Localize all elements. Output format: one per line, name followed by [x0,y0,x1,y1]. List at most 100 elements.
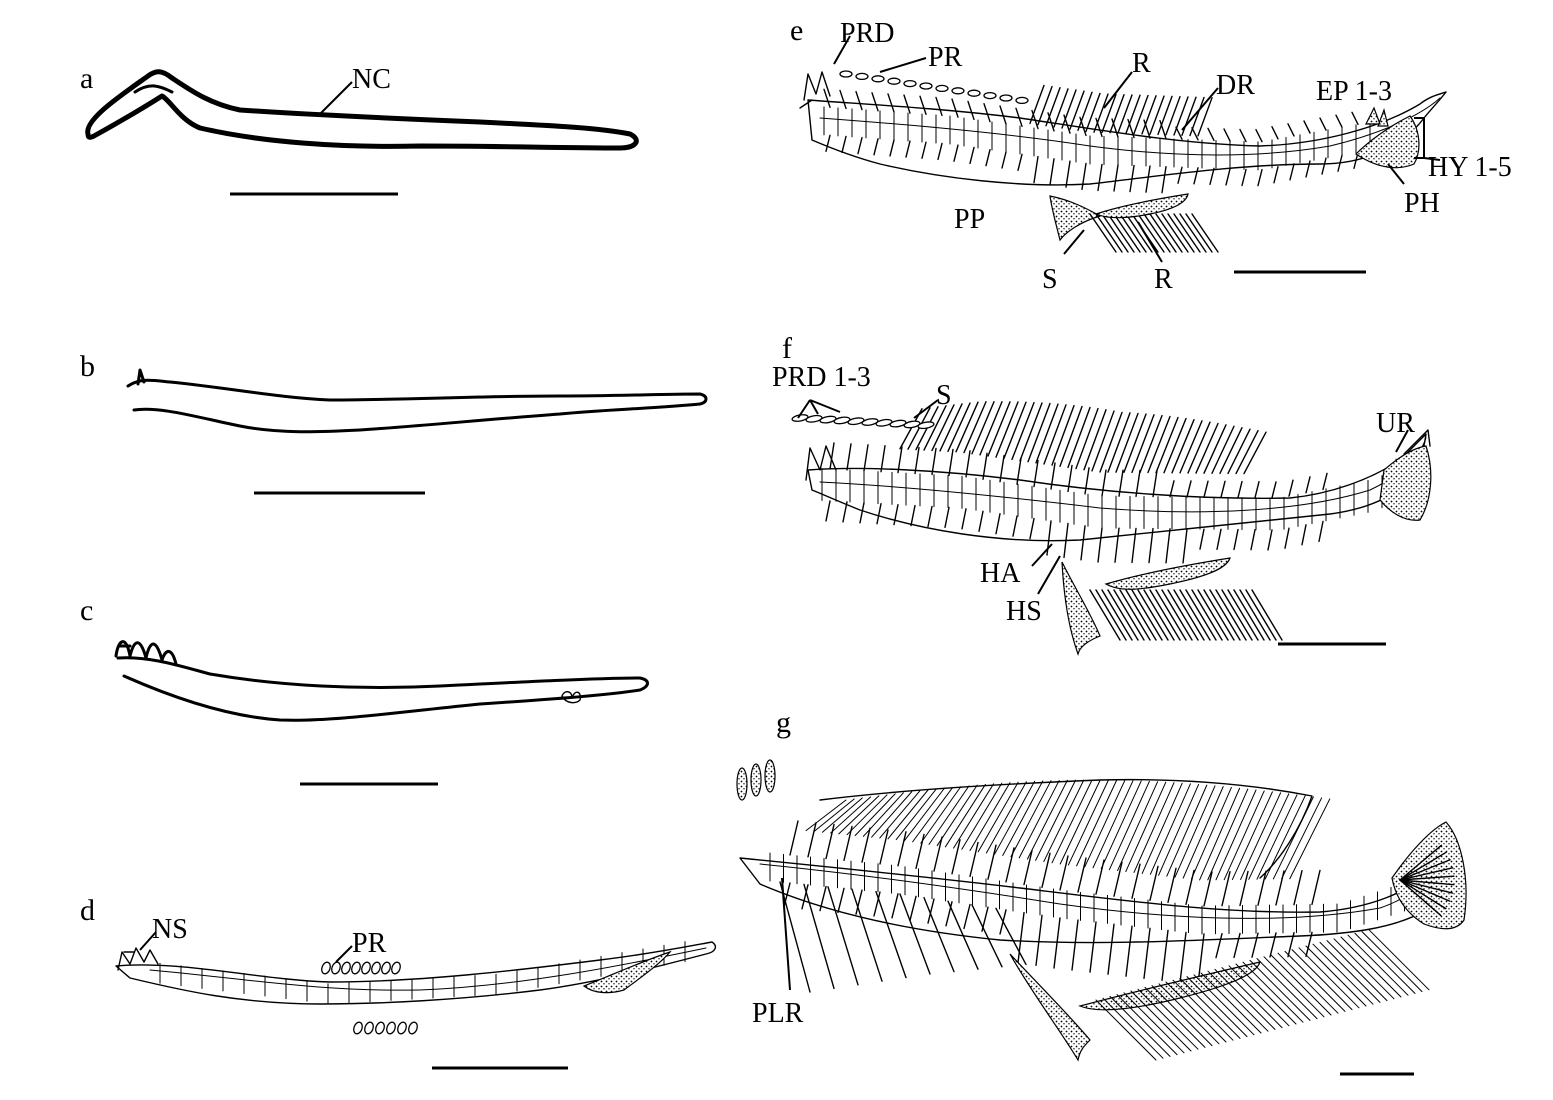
label-ha-leader-f [1031,543,1053,567]
dorsal-fin-ray [928,785,970,845]
anal-fin-rays-g [1095,929,1430,1061]
dorsal-fin-ray [821,797,863,833]
pterygiophore [386,1021,396,1035]
predorsal-bone [983,91,997,100]
anal-fin-ray [1191,213,1219,253]
pleural-rib [971,904,1003,968]
caudal-ray [1399,879,1454,894]
haemal-spine [1257,168,1263,187]
anal-fin-rays-e [1089,213,1219,253]
haemal-spine [857,136,863,155]
label-hs-leader-f [1037,555,1061,595]
haemal-spine [1089,921,1097,973]
neural-spine [1159,119,1167,140]
panel-d-letter: d [80,894,95,927]
dorsal-fin-ray [936,784,978,847]
neural-spine [1293,869,1303,906]
haemal-spine [1080,525,1086,561]
label-s-leader-e [1063,229,1085,255]
predorsal-bone [819,415,837,424]
dorsal-fin-ray [1125,94,1141,134]
haemal-spine [825,500,831,522]
dorsal-fin-rays-e [1029,84,1213,137]
neural-spine [982,452,988,480]
caudal-ray [1399,867,1454,881]
dorsal-fin-ray [923,405,947,451]
dorsal-fin-ray [912,786,954,843]
label-ph-e: PH [1404,188,1440,219]
label-ur-f: UR [1376,408,1415,439]
dorsal-fin-ray [1051,404,1075,466]
anal-fin-ray [1107,589,1139,641]
epurals-e [1365,106,1389,127]
haemal-spine [1182,528,1188,564]
pterygiophore [321,961,331,975]
anal-fin-ray [1095,999,1157,1061]
dorsal-fin-ray [1010,780,1052,858]
haemal-spine [1129,164,1135,193]
anal-fin-ray [1256,958,1318,1020]
haemal-spines-f [825,500,1324,564]
label-r-top-e: R [1132,48,1151,79]
haemal-spine [873,891,881,917]
haemal-spine [1113,164,1119,192]
haemal-spine [876,503,882,525]
predorsal-bone [839,70,853,78]
dorsal-fin-ray [1289,798,1331,880]
neural-spine [1175,126,1183,140]
panel-c-letter: c [80,594,93,627]
label-ep-e: EP 1-3 [1316,76,1392,107]
neural-spine [1185,869,1195,906]
neural-spine [871,92,879,112]
haemal-spine [1161,929,1169,982]
haemal-spine [1287,931,1295,958]
anal-fin-ray [1361,931,1423,993]
anal-fin-ray [1185,213,1213,253]
larva-tip-b [136,368,146,386]
anal-fin-ray [1239,589,1271,641]
haemal-spine [1017,911,1025,964]
haemal-spine [1165,528,1171,564]
anal-fin-ray [1333,938,1395,1000]
anal-fin-ray [1102,997,1164,1059]
neural-spine [897,831,907,867]
dorsal-fin-rays-f [899,401,1267,475]
dorsal-fin-ray [1061,89,1077,129]
anal-fin-ray [1319,941,1381,1003]
anal-fin-ray [1263,956,1325,1018]
label-pr-leader-d [335,945,353,963]
haemal-spine [927,505,933,528]
dorsal-fin-ray [1123,413,1147,473]
neural-spine [879,829,889,865]
neural-spine [1311,869,1321,906]
haemal-spine [1114,527,1120,563]
pterygiophore [375,1021,385,1035]
anal-fin-ray [1197,589,1229,641]
label-ns: NS [152,914,188,945]
dorsal-fin-ray [947,402,971,453]
anal-fin-ray [1101,589,1133,641]
dorsal-fin-ray [1035,403,1059,464]
anal-fin-ray [1227,589,1259,641]
haemal-spine [1017,153,1023,171]
anal-fin-ray [1116,994,1178,1056]
dorsal-fin-ray [1147,415,1171,474]
neural-spine [1113,861,1123,897]
dorsal-fin-ray [1155,416,1179,474]
anal-fin-ray [1298,947,1360,1009]
neural-spine [1041,852,1051,888]
dorsal-fin-ray [838,795,880,835]
haemal-spine [921,141,927,159]
caudal-ray [1399,879,1451,902]
anal-fin-ray [1233,589,1265,641]
haemal-spine [1305,931,1313,958]
haemal-spine [1145,165,1151,193]
panel-b: b [80,350,708,495]
dorsal-fin-ray [1002,780,1044,856]
neural-spines-d [117,947,159,971]
neural-spine [839,89,847,110]
caudal-fin-g [1391,821,1467,930]
dorsal-fin-ray [1043,779,1085,863]
dorsal-fin-ray [953,783,995,849]
dorsal-fin-ray [920,786,962,844]
